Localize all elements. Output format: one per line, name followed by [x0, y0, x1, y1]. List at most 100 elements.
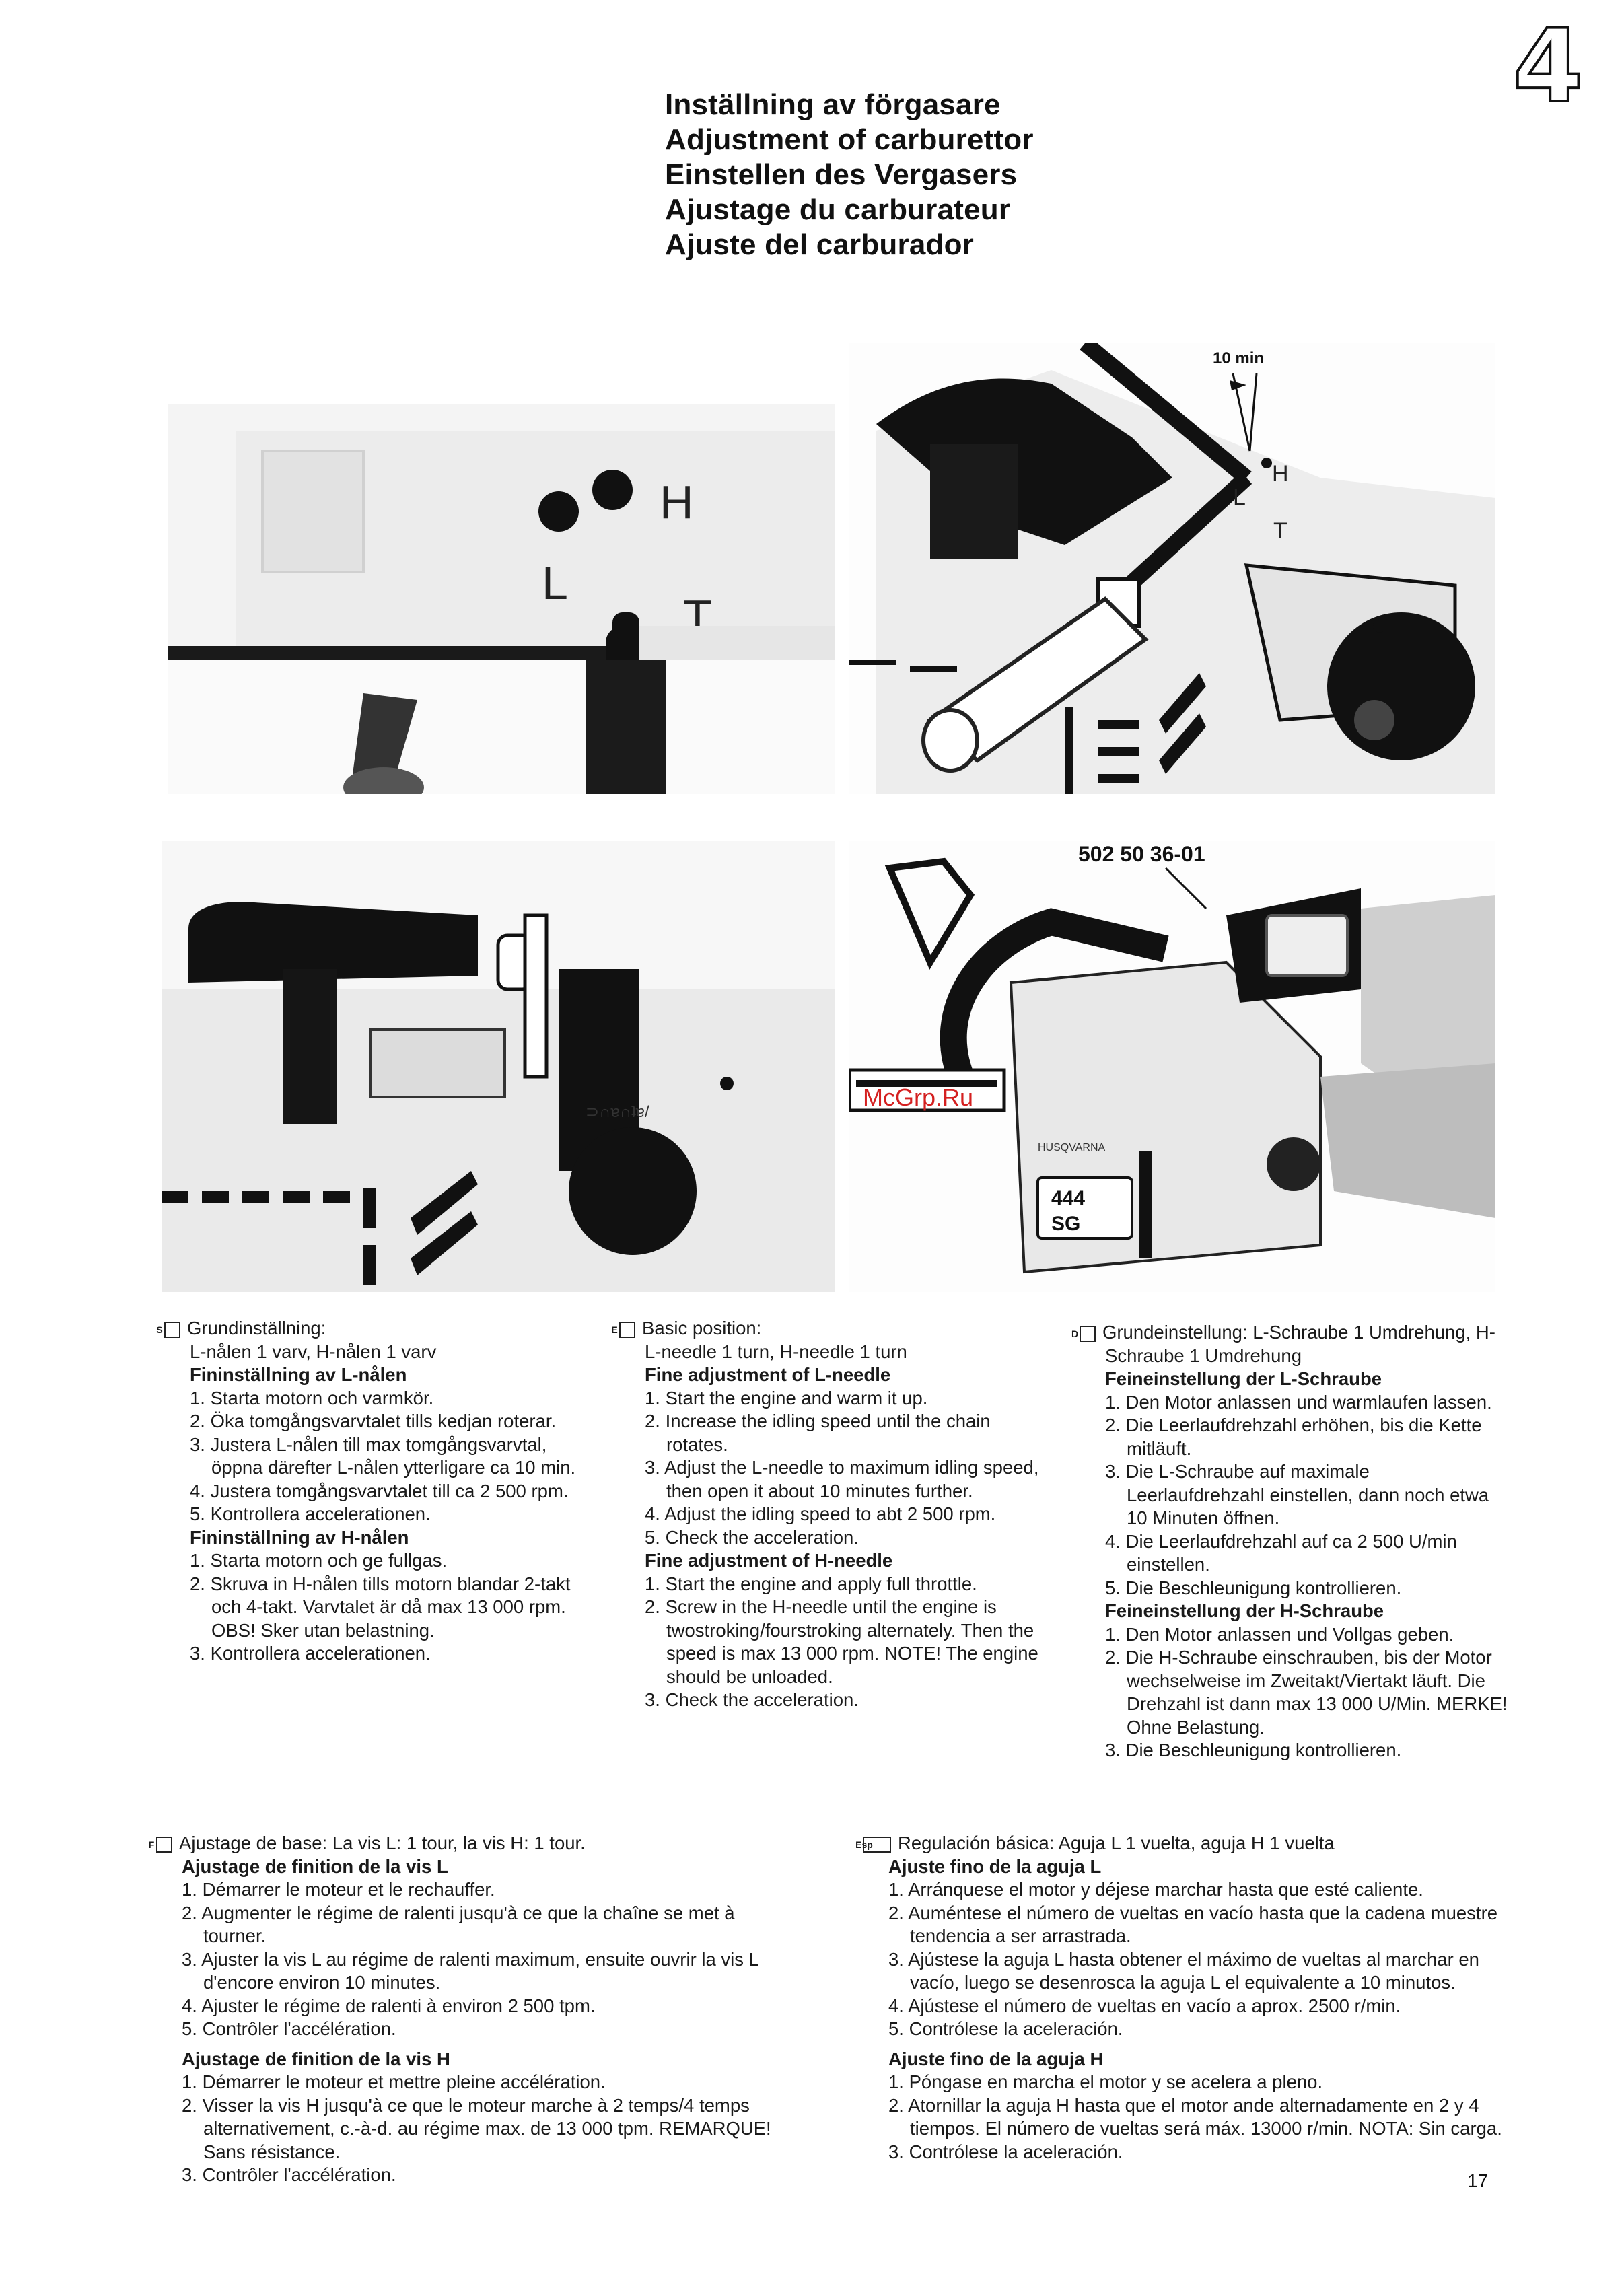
list-item: 3. Adjust the L-needle to maximum idling… — [645, 1457, 1039, 1501]
list-item: 4. Adjust the idling speed to abt 2 500 … — [645, 1503, 996, 1524]
fig4-brand: HUSQVARNA — [1038, 1142, 1105, 1153]
list-item: 4. Ajuster le régime de ralenti à enviro… — [182, 1995, 596, 2016]
fig4-model-bottom: SG — [1051, 1213, 1080, 1235]
list-item: 2. Die Leerlaufdrehzahl erhöhen, bis die… — [1105, 1415, 1482, 1459]
list-item: 3. Check the acceleration. — [645, 1689, 859, 1710]
list-item: 3. Die Beschleunigung kontrollieren. — [1105, 1740, 1402, 1760]
es-fine-l-title: Ajuste fino de la aguja L — [888, 1855, 1102, 1877]
list-item: 1. Den Motor anlassen und Vollgas geben. — [1105, 1623, 1454, 1645]
es-fine-l-list: 1. Arránquese el motor y déjese marchar … — [863, 1878, 1509, 2041]
fig2-callout: 10 min — [1213, 349, 1264, 367]
en-basic-text: L-needle 1 turn, H-needle 1 turn — [645, 1341, 907, 1362]
list-item: 2. Augmenter le régime de ralenti jusqu'… — [182, 1902, 735, 1947]
title-sv: Inställning av förgasare — [665, 88, 1001, 121]
lang-icon-de: D — [1071, 1326, 1096, 1342]
page-number: 17 — [1467, 2170, 1489, 2191]
list-item: 4. Justera tomgångsvarvtalet till ca 2 5… — [190, 1480, 569, 1501]
photo-tachometer: 502 50 36-01 444 SG HUSQVARNA — [849, 841, 1495, 1292]
en-fine-h-list: 1. Start the engine and apply full throt… — [619, 1573, 1050, 1712]
sv-fine-h-title: Fininställning av H-nålen — [190, 1526, 409, 1548]
fr-basic: F Ajustage de base: La vis L: 1 tour, la … — [149, 1832, 789, 1855]
de-fine-l-list: 1. Den Motor anlassen und warmlaufen las… — [1080, 1391, 1510, 1600]
de-fine-l-title: Feineinstellung der L-Schraube — [1105, 1368, 1382, 1389]
list-item: 2. Die H-Schraube einschrauben, bis der … — [1105, 1647, 1508, 1738]
section-french: F Ajustage de base: La vis L: 1 tour, la … — [149, 1832, 789, 2187]
list-item: 2. Screw in the H-needle until the engin… — [645, 1596, 1038, 1687]
lang-icon-fr: F — [149, 1837, 172, 1853]
list-item: 3. Justera L-nålen till max tomgångsvarv… — [190, 1433, 576, 1479]
list-item: 3. Contrólese la aceleración. — [888, 2141, 1123, 2162]
list-item: 1. Póngase en marcha el motor y se acele… — [888, 2071, 1323, 2092]
fig3-stamp: ⊃∩ɐ∩ʇɐ/ — [586, 1103, 649, 1121]
list-item: 2. Atornillar la aguja H hasta que el mo… — [888, 2094, 1502, 2139]
title-es: Ajuste del carburador — [665, 228, 974, 261]
list-item: 5. Die Beschleunigung kontrollieren. — [1105, 1577, 1402, 1598]
fig2-label-t: T — [1273, 518, 1287, 544]
es-basic-text: Regulación básica: Aguja L 1 vuelta, agu… — [898, 1832, 1335, 1853]
de-fine-h-title: Feineinstellung der H-Schraube — [1105, 1600, 1384, 1621]
list-item: 1. Démarrer le moteur et mettre pleine a… — [182, 2071, 606, 2092]
list-item: 5. Contrólese la aceleración. — [888, 2018, 1123, 2039]
title-fr: Ajustage du carburateur — [665, 193, 1011, 226]
list-item: 1. Starta motorn och varmkör. — [190, 1387, 434, 1409]
list-item: 5. Kontrollera accelerationen. — [190, 1503, 431, 1524]
list-item: 1. Start the engine and apply full throt… — [645, 1573, 977, 1594]
fig1-label-l: L — [542, 557, 568, 609]
fig4-model-top: 444 — [1051, 1187, 1085, 1209]
list-item: 3. Die L-Schraube auf maximale Leerlaufd… — [1105, 1461, 1489, 1528]
list-item: 4. Die Leerlaufdrehzahl auf ca 2 500 U/m… — [1105, 1530, 1457, 1575]
lang-icon-es: Esp — [855, 1837, 891, 1853]
section-spanish: Esp Regulación básica: Aguja L 1 vuelta, … — [855, 1832, 1509, 2164]
section-german: D Grundeinstellung: L-Schraube 1 Umdrehun… — [1071, 1321, 1510, 1763]
en-fine-l-list: 1. Start the engine and warm it up. 2. I… — [619, 1387, 1050, 1550]
list-item: 2. Skruva in H-nålen tills motorn blanda… — [190, 1573, 571, 1641]
de-basic-text: Grundeinstellung: L-Schraube 1 Umdrehung… — [1102, 1322, 1495, 1366]
list-item: 4. Ajústese el número de vueltas en vací… — [888, 1995, 1401, 2016]
title-block: Inställning av förgasare Adjustment of c… — [665, 87, 1034, 262]
es-basic: Esp Regulación básica: Aguja L 1 vuelta, … — [855, 1832, 1509, 1855]
list-item: 2. Öka tomgångsvarvtalet tills kedjan ro… — [190, 1411, 557, 1431]
list-item: 1. Démarrer le moteur et le rechauffer. — [182, 1879, 495, 1900]
de-fine-h-list: 1. Den Motor anlassen und Vollgas geben.… — [1080, 1623, 1510, 1763]
fig4-part-number: 502 50 36-01 — [1078, 842, 1205, 866]
list-item: 2. Auméntese el número de vueltas en vac… — [888, 1902, 1498, 1947]
title-de: Einstellen des Vergasers — [665, 158, 1018, 191]
es-fine-h-list: 1. Póngase en marcha el motor y se acele… — [863, 2071, 1509, 2164]
fr-basic-text: Ajustage de base: La vis L: 1 tour, la v… — [179, 1832, 586, 1853]
en-fine-l-title: Fine adjustment of L-needle — [645, 1364, 891, 1385]
title-en: Adjustment of carburettor — [665, 123, 1034, 156]
list-item: 1. Starta motorn och ge fullgas. — [190, 1550, 448, 1571]
fig2-label-h: H — [1272, 461, 1289, 487]
photo-side-view: ⊃∩ɐ∩ʇɐ/ — [162, 841, 835, 1292]
list-item: 2. Increase the idling speed until the c… — [645, 1411, 991, 1455]
fr-fine-l-list: 1. Démarrer le moteur et le rechauffer. … — [156, 1878, 789, 2041]
en-fine-h-title: Fine adjustment of H-needle — [645, 1550, 893, 1571]
list-item: 1. Start the engine and warm it up. — [645, 1387, 928, 1409]
list-item: 3. Contrôler l'accélération. — [182, 2164, 396, 2185]
list-item: 3. Kontrollera accelerationen. — [190, 1643, 431, 1664]
list-item: 5. Check the acceleration. — [645, 1526, 859, 1548]
watermark: McGrp.Ru — [863, 1083, 974, 1111]
list-item: 1. Den Motor anlassen und warmlaufen las… — [1105, 1391, 1492, 1413]
sv-fine-l-title: Fininställning av L-nålen — [190, 1364, 407, 1385]
es-fine-h-title: Ajuste fino de la aguja H — [888, 2048, 1104, 2069]
sv-fine-h-list: 1. Starta motorn och ge fullgas. 2. Skru… — [164, 1549, 595, 1666]
list-item: 1. Arránquese el motor y déjese marchar … — [888, 1879, 1423, 1900]
list-item: 3. Ajústese la aguja L hasta obtener el … — [888, 1948, 1479, 1993]
lang-icon-sv: S — [156, 1322, 180, 1338]
section-number: 4 — [1512, 8, 1584, 125]
list-item: 5. Contrôler l'accélération. — [182, 2018, 396, 2039]
photo-carburettor-screws: H L T — [168, 404, 835, 794]
sv-fine-l-list: 1. Starta motorn och varmkör. 2. Öka tom… — [164, 1387, 595, 1526]
fr-fine-h-title: Ajustage de finition de la vis H — [182, 2048, 450, 2069]
list-item: 2. Visser la vis H jusqu'à ce que le mot… — [182, 2094, 771, 2162]
fig1-label-h: H — [660, 476, 694, 528]
en-basic-title: Basic position: — [642, 1318, 762, 1339]
fr-fine-h-list: 1. Démarrer le moteur et mettre pleine a… — [156, 2071, 789, 2187]
sv-basic-text: L-nålen 1 varv, H-nålen 1 varv — [190, 1341, 437, 1362]
de-basic: D Grundeinstellung: L-Schraube 1 Umdrehun… — [1071, 1321, 1510, 1367]
